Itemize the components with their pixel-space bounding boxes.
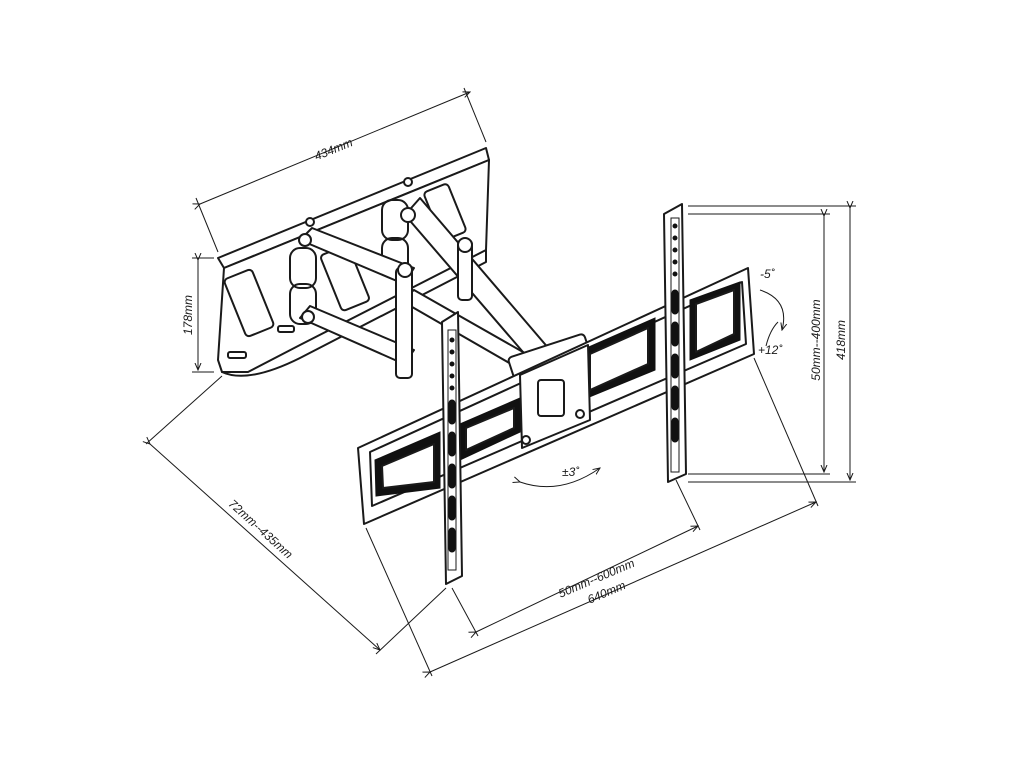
dimension-vesa-vertical: 50mm--400mm — [688, 214, 830, 475]
dimension-extension: 72mm--435mm — [146, 375, 447, 655]
label-tilt-down: +12˚ — [758, 343, 783, 357]
label-50mm-400mm: 50mm--400mm — [809, 299, 823, 380]
label-rotation: ±3˚ — [562, 465, 580, 479]
label-178mm: 178mm — [181, 295, 195, 335]
tilt-indicator: -5˚ +12˚ — [758, 267, 784, 357]
dimension-vesa-horizontal: 50mm--600mm — [451, 479, 701, 636]
rotation-indicator: ±3˚ — [520, 465, 600, 488]
dimension-wall-plate-height: 178mm — [181, 258, 214, 373]
label-72mm-435mm: 72mm--435mm — [226, 497, 296, 562]
tv-vertical-arm-right — [663, 203, 687, 483]
label-434mm: 434mm — [312, 135, 354, 163]
dimension-overall-height: 418mm — [688, 206, 856, 483]
label-418mm: 418mm — [834, 320, 848, 360]
tv-vertical-arm-left — [441, 311, 463, 585]
label-tilt-up: -5˚ — [760, 267, 776, 281]
